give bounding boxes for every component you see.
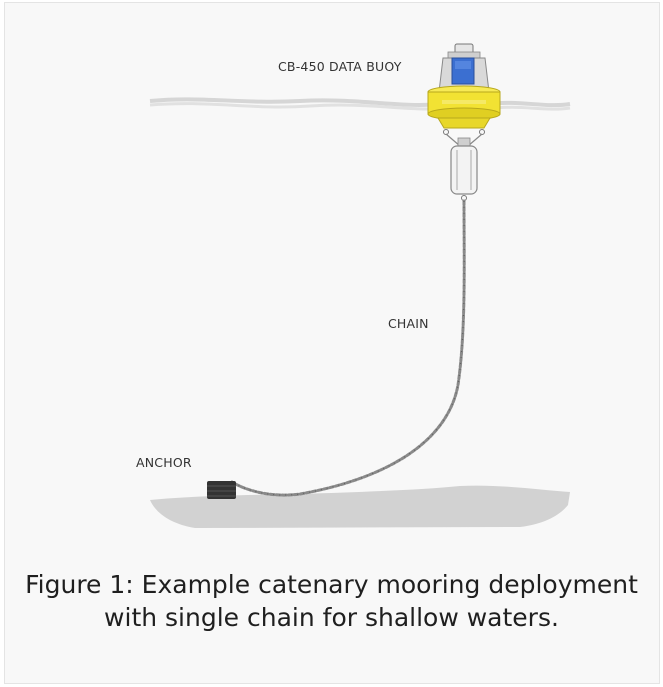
seabed <box>150 485 570 528</box>
figure-card <box>4 2 660 684</box>
anchor-label: ANCHOR <box>136 455 192 470</box>
instrument-cage <box>450 145 478 195</box>
chain-label: CHAIN <box>388 316 429 331</box>
anchor <box>207 481 236 499</box>
buoy-label: CB-450 DATA BUOY <box>278 59 402 74</box>
mooring-chain <box>230 199 466 497</box>
water-surface <box>149 97 571 111</box>
mooring-diagram: CB-450 DATA BUOY CHAIN ANCHOR <box>136 43 571 528</box>
figure-caption: Figure 1: Example catenary mooring deplo… <box>25 570 638 632</box>
data-buoy <box>427 43 501 201</box>
